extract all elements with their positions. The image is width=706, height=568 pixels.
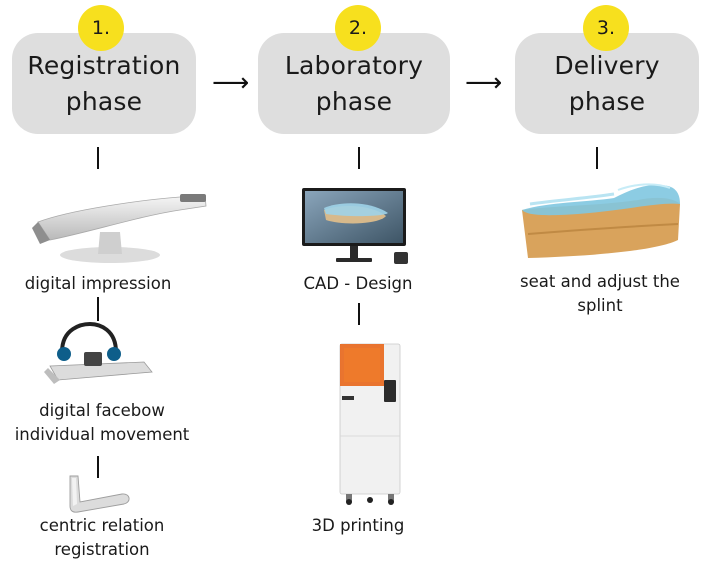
connector-line (97, 456, 99, 478)
step-caption-3d-printing: 3D printing (311, 516, 405, 535)
connector-line (97, 147, 99, 169)
connector-line (358, 303, 360, 325)
intraoral-scanner-icon (32, 194, 207, 263)
connector-line (358, 147, 360, 169)
step-number-badge-3: 3. (583, 5, 629, 51)
phase-title-delivery: Delivery phase (554, 50, 660, 116)
connector-line (596, 147, 598, 169)
phase-title-registration: Registration phase (27, 50, 181, 116)
step-caption-centric-relation: centric relation registration (39, 516, 165, 559)
flow-arrow-2: ⟶ (465, 68, 503, 98)
step-caption-seat-adjust-splint: seat and adjust the splint (520, 272, 680, 315)
centric-relation-jig-icon (69, 475, 130, 513)
phase-delivery: Delivery phase (515, 33, 699, 134)
3d-printer-icon (339, 343, 401, 505)
digital-facebow-icon (44, 321, 153, 384)
step-number-badge-2: 2. (335, 5, 381, 51)
phase-title-laboratory: Laboratory phase (284, 50, 424, 116)
flow-arrow-1: ⟶ (212, 68, 250, 98)
connector-line (97, 297, 99, 321)
step-caption-digital-impression: digital impression (24, 274, 172, 293)
step-caption-cad-design: CAD - Design (303, 274, 413, 293)
splint-on-model-icon (522, 183, 680, 258)
step-caption-digital-facebow: digital facebow individual movement (14, 401, 190, 444)
step-number-badge-1: 1. (78, 5, 124, 51)
cad-monitor-icon (302, 188, 408, 264)
